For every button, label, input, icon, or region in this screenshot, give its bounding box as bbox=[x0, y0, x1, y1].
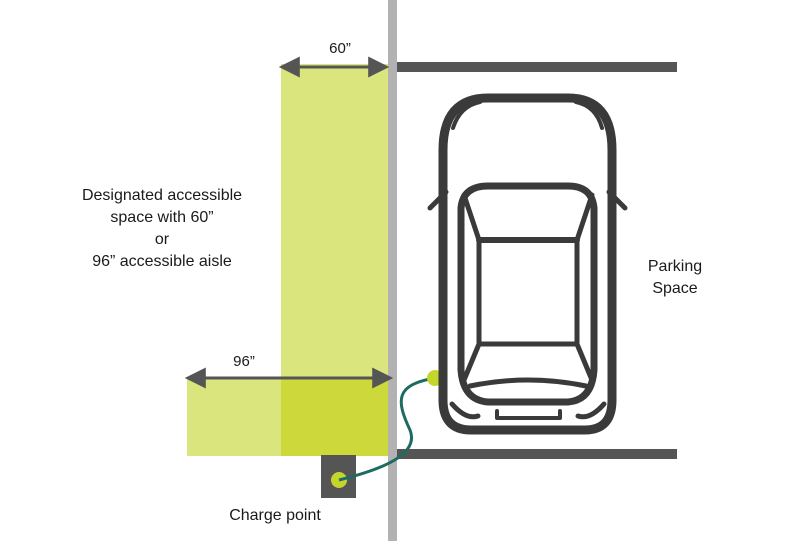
designated-accessible-space-label: Designated accessible space with 60” or … bbox=[52, 185, 272, 273]
designated-line-4: 96” accessible aisle bbox=[92, 253, 232, 270]
designated-line-2: space with 60” bbox=[110, 209, 214, 226]
car-icon bbox=[427, 93, 628, 435]
designated-line-1: Designated accessible bbox=[81, 187, 243, 204]
designated-line-3: or bbox=[154, 231, 170, 248]
parking-line-1: Parking bbox=[647, 258, 703, 275]
parking-space-label: Parking Space bbox=[625, 256, 725, 300]
parking-line-2: Space bbox=[652, 280, 698, 297]
parking-stripe-bottom bbox=[397, 449, 677, 459]
aisle-overlap-zone bbox=[281, 379, 388, 456]
dimension-label-60: 60” bbox=[329, 40, 351, 57]
aisle-96-extension-zone bbox=[187, 379, 287, 456]
space-divider-line bbox=[388, 0, 397, 541]
parking-stripe-top bbox=[397, 62, 677, 72]
dimension-label-96: 96” bbox=[233, 353, 255, 370]
charge-point-label: Charge point bbox=[229, 507, 321, 524]
